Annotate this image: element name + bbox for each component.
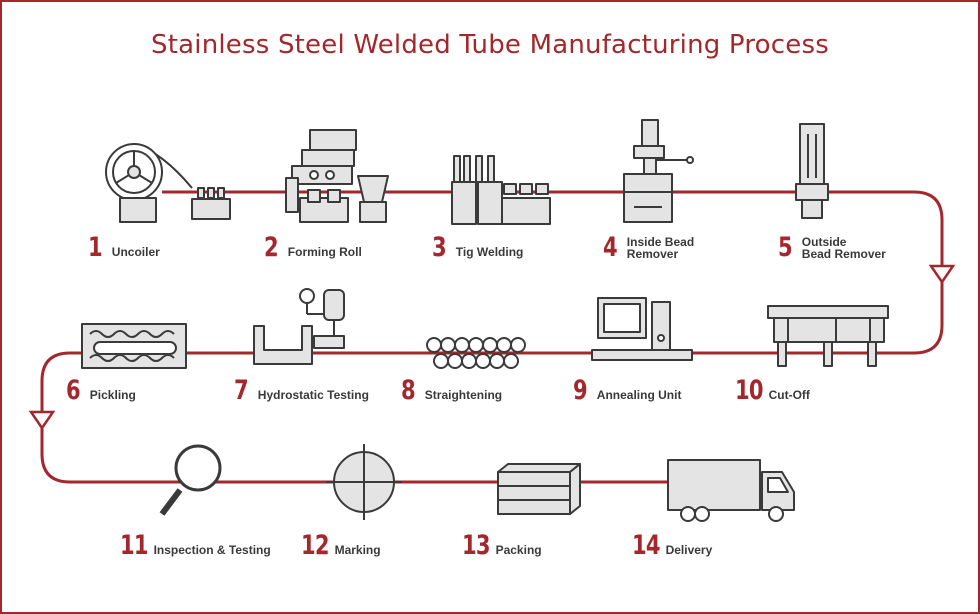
step-6: 6 Pickling: [66, 375, 136, 406]
cut-off-saw-icon: [767, 305, 889, 367]
straightening-rolls-icon: [426, 337, 526, 369]
step-number: 1: [88, 232, 103, 263]
step-label: Packing: [495, 543, 542, 557]
flow-arrow-down-icon: [28, 410, 56, 431]
tig-welding-icon: [451, 155, 551, 225]
step-11: 11 Inspection & Testing: [120, 530, 271, 561]
packing-boxes-icon: [497, 463, 581, 515]
step-4: 4 Inside Bead Remover: [603, 232, 695, 263]
magnifier-icon: [159, 444, 222, 516]
step-label: Hydrostatic Testing: [257, 388, 369, 402]
step-number: 4: [603, 232, 618, 263]
step-number: 9: [573, 375, 588, 406]
step-2: 2 Forming Roll: [264, 232, 362, 263]
marking-crosshair-icon: [326, 444, 402, 520]
step-label: Uncoiler: [111, 245, 160, 259]
step-label: Outside Bead Remover: [801, 235, 886, 261]
step-number: 8: [401, 375, 416, 406]
flow-line: [40, 190, 944, 484]
pickling-tank-icon: [81, 323, 187, 369]
step-label: Inspection & Testing: [153, 543, 271, 557]
step-label: Cut-Off: [768, 388, 810, 402]
flow-arrow-down-icon: [928, 264, 956, 285]
step-8: 8 Straightening: [401, 375, 503, 406]
hydrostatic-tester-icon: [253, 288, 345, 365]
step-12: 12 Marking: [301, 530, 381, 561]
step-label: Annealing Unit: [596, 388, 682, 402]
step-number: 12: [301, 530, 330, 561]
step-number: 10: [735, 375, 764, 406]
step-5: 5 Outside Bead Remover: [778, 232, 886, 263]
step-label: Marking: [334, 543, 381, 557]
step-label: Forming Roll: [287, 245, 362, 259]
step-label: Inside Bead Remover: [626, 235, 695, 261]
step-number: 11: [120, 530, 149, 561]
forming-roll-icon: [285, 129, 389, 223]
step-number: 3: [432, 232, 447, 263]
step-number: 13: [462, 530, 491, 561]
step-label: Delivery: [665, 543, 713, 557]
step-label: Tig Welding: [455, 245, 524, 259]
outside-bead-remover-icon: [795, 123, 829, 219]
step-number: 6: [66, 375, 81, 406]
page-title: Stainless Steel Welded Tube Manufacturin…: [151, 30, 829, 60]
annealing-computer-icon: [591, 297, 693, 361]
inside-bead-remover-icon: [623, 119, 694, 223]
step-number: 2: [264, 232, 279, 263]
step-1: 1 Uncoiler: [88, 232, 160, 263]
uncoiler-icon: [105, 143, 231, 223]
step-10: 10 Cut-Off: [735, 375, 810, 406]
step-14: 14 Delivery: [632, 530, 713, 561]
step-label: Pickling: [89, 388, 136, 402]
step-7: 7 Hydrostatic Testing: [234, 375, 369, 406]
step-9: 9 Annealing Unit: [573, 375, 682, 406]
step-number: 14: [632, 530, 661, 561]
step-3: 3 Tig Welding: [432, 232, 524, 263]
delivery-truck-icon: [667, 459, 795, 522]
step-number: 7: [234, 375, 249, 406]
step-number: 5: [778, 232, 793, 263]
step-13: 13 Packing: [462, 530, 542, 561]
step-label: Straightening: [424, 388, 503, 402]
